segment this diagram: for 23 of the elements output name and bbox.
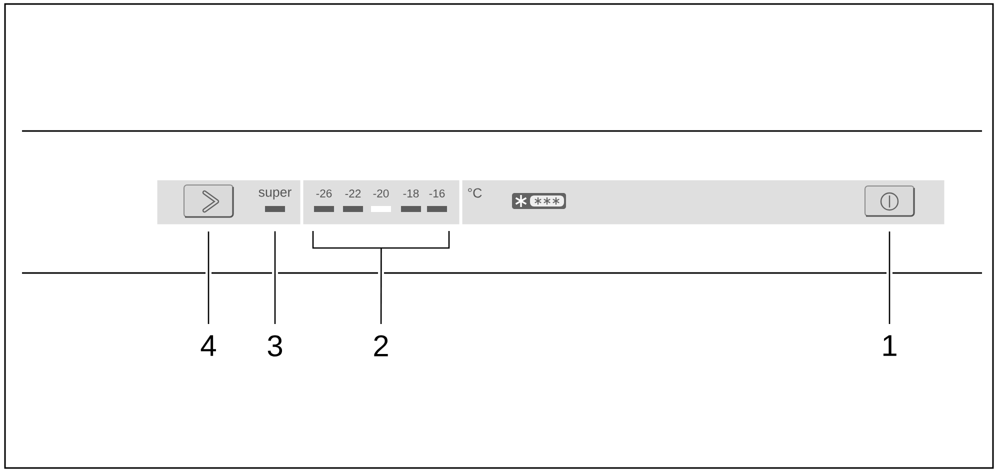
node-label: -22 (345, 190, 361, 198)
indicator-light: -18 (401, 189, 421, 212)
indicator-light: -16 (427, 189, 447, 212)
indicator-light: -26 (314, 189, 334, 212)
callout-number: 1 (883, 335, 896, 356)
node-label: super (258, 190, 292, 200)
indicator-light: -22 (343, 190, 363, 212)
node-label: -26 (316, 189, 332, 198)
callout-number: 2 (374, 335, 388, 356)
panel-section (303, 180, 460, 224)
leader-line (274, 231, 276, 324)
push-button (184, 184, 234, 218)
leader-line (208, 232, 210, 324)
node-label: -20 (373, 189, 389, 198)
leader-line (380, 248, 382, 324)
leader-line (888, 232, 890, 324)
indicator-light: -20 (371, 189, 391, 212)
node-label: -18 (403, 189, 419, 198)
callout-number: 4 (200, 335, 216, 356)
node-label: -16 (429, 189, 445, 198)
push-button (864, 186, 915, 217)
indicator-light: super (258, 190, 292, 212)
callout-number: 3 (268, 335, 282, 356)
